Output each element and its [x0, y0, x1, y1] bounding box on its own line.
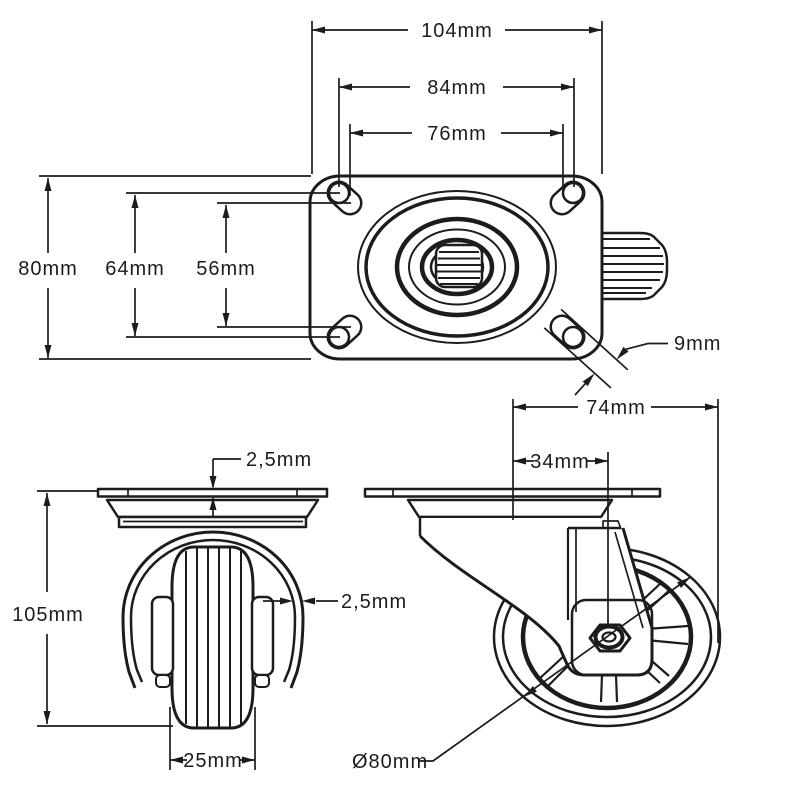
- hub-cap-left: [150, 595, 175, 677]
- dim-label-hole-inner-depth: 56mm: [196, 258, 256, 280]
- dim-34: [513, 452, 609, 624]
- dim-80: [39, 175, 311, 360]
- plate-front: [96, 487, 329, 498]
- axle-boss: [570, 598, 654, 677]
- dim-bracket-wall: [263, 597, 338, 605]
- plate-ticks-front: [127, 489, 298, 497]
- dim-74: [512, 399, 719, 643]
- dim-label-wheel-width: 25mm: [183, 750, 243, 772]
- dim-9: [543, 308, 668, 396]
- dimension-lines: [37, 21, 719, 770]
- top-view-plate: [308, 174, 669, 361]
- dim-25: [169, 707, 256, 770]
- dim-label-hole-inner-width: 76mm: [427, 123, 487, 145]
- wheel-protrusion-outline: [602, 231, 669, 301]
- dim-label-swivel-offset: 34mm: [530, 451, 590, 473]
- bearing-ring: [408, 228, 506, 306]
- dim-56: [217, 202, 351, 328]
- swivel-bearing-rings: [357, 190, 557, 344]
- hub-foot-right: [254, 674, 270, 688]
- mounting-slots: [326, 180, 586, 350]
- axle-washer: [593, 624, 625, 650]
- dim-84: [338, 78, 575, 187]
- dim-label-total-height: 105mm: [12, 604, 84, 626]
- dim-76: [349, 124, 564, 196]
- dim-label-plate-depth: 80mm: [18, 258, 78, 280]
- dim-64: [126, 192, 340, 338]
- dim-plate-thickness: [209, 458, 241, 517]
- bearing-ring: [394, 216, 520, 318]
- dim-label-bracket-thickness: 2,5mm: [341, 591, 407, 613]
- fork-dome-inner: [129, 538, 297, 683]
- plate-ticks-side: [392, 489, 633, 497]
- bearing-ring: [357, 190, 557, 344]
- dim-105: [37, 490, 173, 727]
- dim-label-hole-centers-width: 84mm: [427, 77, 487, 99]
- slot-hole-circle: [561, 325, 585, 349]
- dim-104: [311, 21, 603, 174]
- bearing-ring: [419, 237, 495, 297]
- dim-label-total-length: 74mm: [586, 397, 646, 419]
- dim-label-hole-centers-depth: 64mm: [105, 258, 165, 280]
- fork-dome-outer: [121, 530, 305, 689]
- dim-label-plate-thickness: 2,5mm: [246, 449, 312, 471]
- dim-label-wheel-diameter: Ø80mm: [352, 751, 428, 773]
- wheel-tire-front: [170, 545, 255, 730]
- dimension-labels: 104mm 84mm 76mm 80mm 64mm 56mm 9mm 2,5mm…: [12, 20, 721, 773]
- dim-diameter: [418, 576, 691, 762]
- side-view-caster: [363, 487, 722, 728]
- front-view-caster: [96, 487, 329, 730]
- tire-tread-front: [185, 547, 242, 728]
- hub-cap-right: [250, 595, 275, 677]
- axle-hole: [601, 631, 617, 643]
- hub-foot-left: [155, 674, 171, 688]
- leg-inner-lines: [575, 528, 644, 629]
- kingpin-hatch: [437, 251, 481, 285]
- wheel-tread-lines-top: [602, 238, 664, 294]
- dim-label-slot-width: 9mm: [674, 333, 721, 355]
- bearing-ring: [364, 196, 550, 338]
- dim-label-plate-width: 104mm: [421, 20, 493, 42]
- wheel-protrusion-top: [602, 231, 669, 301]
- leg-top-tab: [602, 520, 622, 530]
- swivel-raceway-side: [406, 498, 614, 519]
